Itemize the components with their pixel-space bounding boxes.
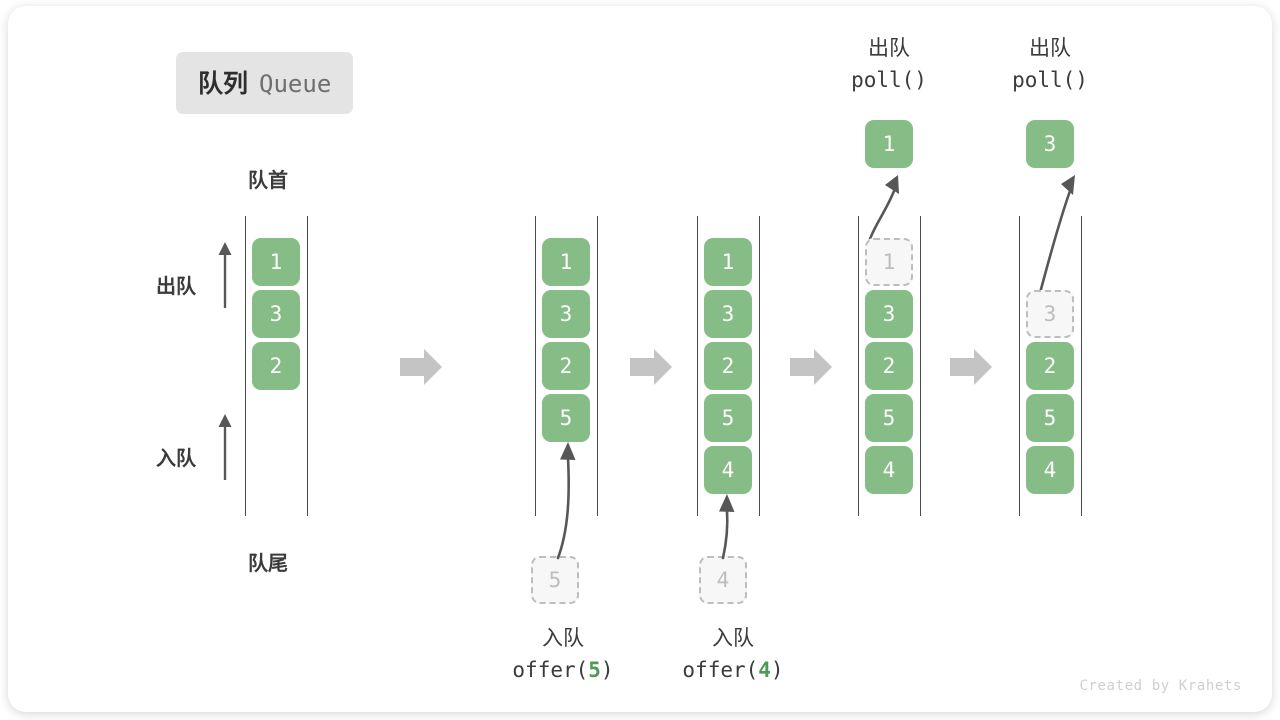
queue-element-new[interactable]: 4: [704, 446, 752, 494]
queue-element[interactable]: 2: [1026, 342, 1074, 390]
queue-element[interactable]: 2: [704, 342, 752, 390]
rail-right: [920, 216, 921, 516]
step-caption-offer-5: 入队 offer(5): [463, 624, 663, 686]
enqueue-motion-arrow-icon: [719, 494, 735, 560]
rail-left: [535, 216, 536, 516]
title-badge: 队列 Queue: [176, 52, 354, 114]
flow-arrow-icon: [630, 349, 672, 385]
queue-element-removed[interactable]: 1: [865, 238, 913, 286]
dequeue-motion-arrow-icon: [1038, 175, 1075, 295]
caption-fn: offer(: [512, 658, 589, 682]
flow-arrow-icon: [950, 349, 992, 385]
queue-element[interactable]: 1: [542, 238, 590, 286]
rail-right: [1081, 216, 1082, 516]
step-header-poll-3: 出队 poll(): [970, 34, 1130, 96]
queue-element[interactable]: 2: [865, 342, 913, 390]
header-line-1: 出队: [1029, 37, 1071, 60]
caption-line-1: 入队: [712, 627, 754, 650]
flow-arrow-icon: [400, 349, 442, 385]
dequeue-direction-arrow-icon: [218, 242, 232, 308]
queue-element[interactable]: 5: [704, 394, 752, 442]
popped-element[interactable]: 3: [1026, 120, 1074, 168]
queue-element-new[interactable]: 5: [542, 394, 590, 442]
incoming-element-ghost[interactable]: 5: [531, 556, 579, 604]
caption-arg: 4: [758, 658, 771, 682]
queue-element[interactable]: 3: [865, 290, 913, 338]
title-cn: 队列: [198, 70, 249, 98]
queue-head-label: 队首: [248, 170, 288, 192]
queue-element[interactable]: 3: [252, 290, 300, 338]
queue-element[interactable]: 4: [865, 446, 913, 494]
queue-element[interactable]: 3: [542, 290, 590, 338]
enqueue-direction-arrow-icon: [218, 414, 232, 480]
flow-arrow-icon: [790, 349, 832, 385]
rail-right: [597, 216, 598, 516]
step-caption-offer-4: 入队 offer(4): [633, 624, 833, 686]
queue-element[interactable]: 3: [704, 290, 752, 338]
step-header-poll-1: 出队 poll(): [809, 34, 969, 96]
rail-left: [697, 216, 698, 516]
rail-right: [759, 216, 760, 516]
queue-element[interactable]: 1: [252, 238, 300, 286]
queue-element[interactable]: 5: [1026, 394, 1074, 442]
caption-fn-end: ): [600, 658, 614, 682]
popped-element[interactable]: 1: [865, 120, 913, 168]
caption-line-2: offer(5): [463, 654, 663, 686]
header-line-1: 出队: [868, 37, 910, 60]
dequeue-motion-arrow-icon: [868, 175, 899, 241]
enqueue-side-label: 入队: [156, 448, 196, 470]
header-line-2: poll(): [1012, 68, 1088, 92]
queue-element-removed[interactable]: 3: [1026, 290, 1074, 338]
enqueue-motion-arrow-icon: [556, 442, 576, 560]
caption-fn-end: ): [770, 658, 784, 682]
watermark: Created by Krahets: [1079, 678, 1242, 694]
queue-element[interactable]: 2: [252, 342, 300, 390]
queue-element[interactable]: 5: [865, 394, 913, 442]
title-en: Queue: [259, 70, 332, 98]
incoming-element-ghost[interactable]: 4: [699, 556, 747, 604]
caption-line-2: offer(4): [633, 654, 833, 686]
caption-line-1: 入队: [542, 627, 584, 650]
rail-left: [245, 216, 246, 516]
rail-left: [1019, 216, 1020, 516]
header-line-2: poll(): [851, 68, 927, 92]
caption-arg: 5: [588, 658, 601, 682]
queue-element[interactable]: 4: [1026, 446, 1074, 494]
rail-left: [858, 216, 859, 516]
queue-element[interactable]: 2: [542, 342, 590, 390]
dequeue-side-label: 出队: [156, 276, 196, 298]
queue-element[interactable]: 1: [704, 238, 752, 286]
caption-fn: offer(: [682, 658, 759, 682]
rail-right: [307, 216, 308, 516]
diagram-card: 队列 Queue 队首 队尾 出队 入队 1 3 2 1 3 2: [8, 6, 1272, 712]
queue-tail-label: 队尾: [248, 553, 288, 575]
